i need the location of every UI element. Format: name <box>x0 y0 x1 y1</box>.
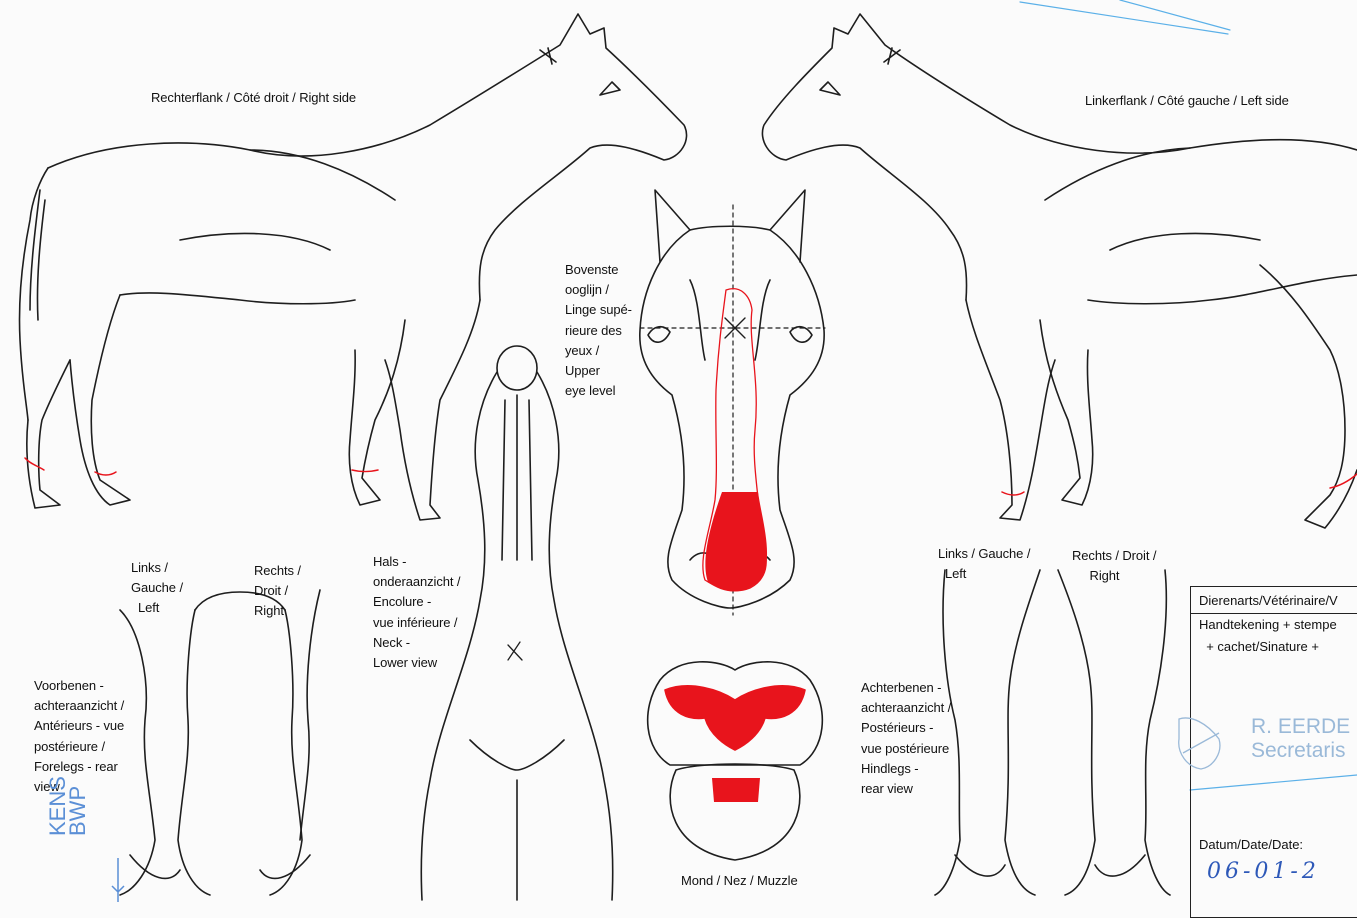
date-label: Datum/Date/Date: <box>1191 837 1357 852</box>
label-right-side: Rechterflank / Côté droit / Right side <box>151 88 356 108</box>
stamp-logo <box>1173 713 1229 775</box>
left-side-markings <box>1002 474 1357 495</box>
side-stamp: KENS BWP <box>48 776 88 836</box>
forelegs-rear <box>120 590 320 895</box>
vet-signature-box: Dierenarts/Vétérinaire/V Handtekening + … <box>1190 586 1357 918</box>
hindlegs-rear <box>935 570 1170 895</box>
muzzle-view <box>648 662 823 860</box>
label-forelegs-right: Rechts / Droit / Right <box>254 561 301 622</box>
signature-line-1: Handtekening + stempe <box>1191 617 1357 632</box>
label-hindlegs-right: Rechts / Droit / Right <box>1072 546 1156 586</box>
stamp-divider <box>1191 613 1357 614</box>
label-forelegs-left: Links / Gauche / Left <box>131 558 183 619</box>
label-hindlegs-left: Links / Gauche / Left <box>938 544 1030 584</box>
date-value: 06-01-2 <box>1207 859 1320 884</box>
stamp-name: R. EERDE <box>1251 715 1350 739</box>
label-muzzle: Mond / Nez / Muzzle <box>681 871 798 891</box>
side-stamp-mark <box>108 856 128 906</box>
label-left-side: Linkerflank / Côté gauche / Left side <box>1085 91 1289 111</box>
stamp-title: Secretaris <box>1251 739 1346 763</box>
right-side-markings <box>25 458 378 475</box>
label-hindlegs-rear: Achterbenen - achteraanzicht / Postérieu… <box>861 678 951 799</box>
signature-line-2: + cachet/Sinature + <box>1191 639 1357 654</box>
label-neck-lower-view: Hals - onderaanzicht / Encolure - vue in… <box>373 552 460 673</box>
blaze-marking <box>703 289 767 592</box>
vet-header: Dierenarts/Vétérinaire/V <box>1191 593 1357 608</box>
label-upper-eye-level: Bovenste ooglijn / Linge supé- rieure de… <box>565 260 632 401</box>
